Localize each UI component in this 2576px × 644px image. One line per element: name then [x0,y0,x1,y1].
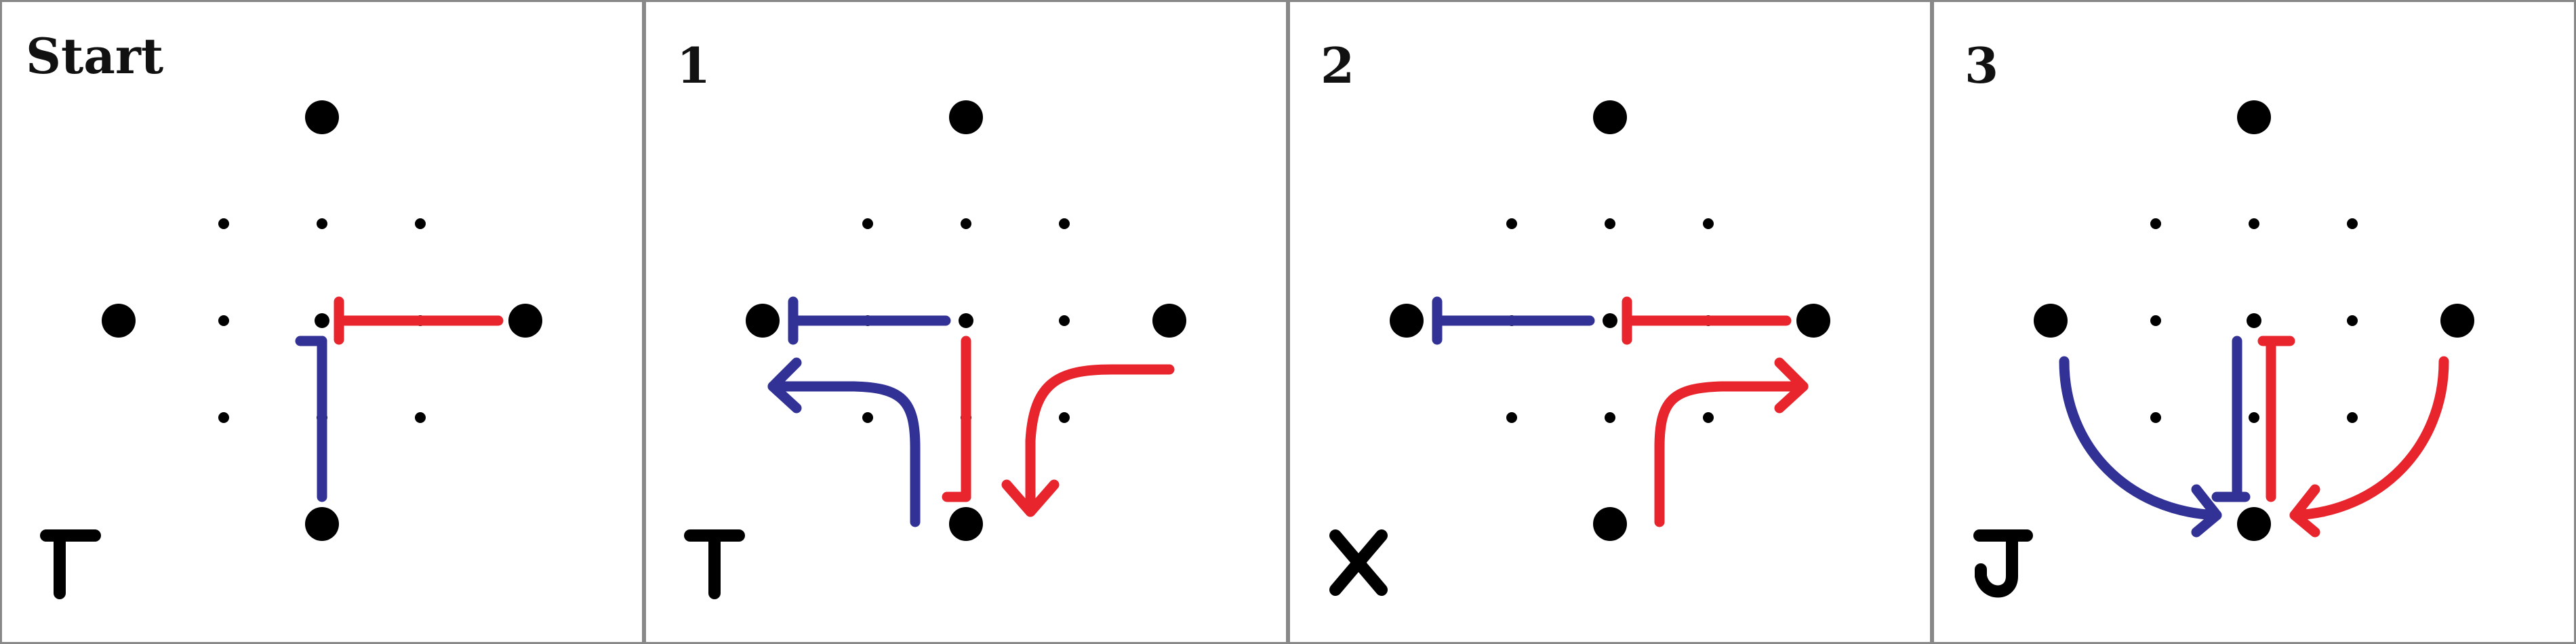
outer-peg-bottom [1593,507,1627,541]
panel-1: 1 [644,0,1288,644]
grid-dot [2150,218,2161,229]
panel-border [1288,0,1932,644]
grid-dot-center [1603,313,1617,328]
grid-dot [862,218,873,229]
red-arrow-path [1025,364,1175,514]
grid-dot [1605,412,1615,423]
outer-peg-right [1796,304,1830,338]
outer-peg-top [1593,100,1627,134]
blue-arrowhead [767,357,802,414]
peg-grid [102,100,542,541]
red-rotation-arrow [1001,364,1175,517]
grid-dot [1703,412,1714,423]
outer-peg-bottom [2237,507,2271,541]
letter-gamma: Γ [40,529,101,599]
red-arm [942,336,971,502]
grid-dot [2249,412,2259,423]
red-arrowhead [2289,484,2320,538]
blue-arm [2211,336,2251,502]
grid-dot [1059,218,1070,229]
grid-dot [415,412,426,423]
outer-peg-bottom [949,507,983,541]
red-arrow-path [1654,381,1809,527]
outer-peg-top [305,100,339,134]
outer-peg-top [2237,100,2271,134]
blue-arm [788,296,951,345]
red-rotation-arrow [2289,356,2449,538]
grid-dot [862,412,873,423]
grid-dot [218,315,229,326]
grid-dot [2150,412,2161,423]
letter-glyph [1329,529,1388,596]
letter-j: J [1973,529,2033,598]
blue-rotation-arrow [2059,356,2222,538]
outer-peg-left [2034,304,2068,338]
outer-peg-top [949,100,983,134]
blue-arm [295,336,327,502]
grid-dot [218,412,229,423]
outer-peg-right [508,304,542,338]
letter-glyph [40,529,101,599]
panel-border [644,0,1288,644]
grid-dot [2347,412,2358,423]
outer-peg-bottom [305,507,339,541]
grid-dot-center [315,313,329,328]
red-arm [334,296,504,345]
panel-title: Start [26,27,163,85]
red-arrowhead [1001,479,1060,517]
panel-title: 2 [1321,37,1354,94]
outer-peg-right [1152,304,1186,338]
grid-dot [961,218,971,229]
panel-title: 1 [677,37,710,94]
red-arrowhead [1774,357,1809,414]
blue-arrowhead [2191,484,2222,538]
red-arm [2257,336,2295,502]
outer-peg-left [102,304,136,338]
panel-title: 3 [1965,37,1998,94]
panel-border [0,0,644,644]
grid-dot [1506,218,1517,229]
panel-border [1932,0,2576,644]
grid-dot [2150,315,2161,326]
letter-x: X [1329,529,1388,596]
grid-dot [1506,412,1517,423]
grid-dot [2347,218,2358,229]
grid-dot [1605,218,1615,229]
panel-2: 2 X [1288,0,1932,644]
grid-dot-center [2247,313,2261,328]
blue-arrow-path [767,381,921,527]
outer-peg-left [1390,304,1424,338]
grid-dot [218,218,229,229]
letter-glyph [684,529,745,599]
red-rotation-arrow [1654,357,1809,527]
grid-dot [1703,218,1714,229]
blue-arrow-path [2059,356,2222,521]
blue-arm [1432,296,1595,345]
grid-dot [415,218,426,229]
blue-rotation-arrow [767,357,921,527]
grid-dot [2347,315,2358,326]
panel-3: 3 [1932,0,2576,644]
grid-dot [1059,315,1070,326]
outer-peg-left [746,304,780,338]
peg-grid [2034,100,2474,541]
red-arrow-path [2289,356,2449,521]
red-arm [1622,296,1792,345]
letter-glyph [1973,529,2033,598]
grid-dot [1059,412,1070,423]
grid-dot [317,218,327,229]
grid-dot [2249,218,2259,229]
grid-dot-center [959,313,973,328]
letter-t: T [684,529,745,599]
panel-start: Start Γ [0,0,644,644]
outer-peg-right [2440,304,2474,338]
